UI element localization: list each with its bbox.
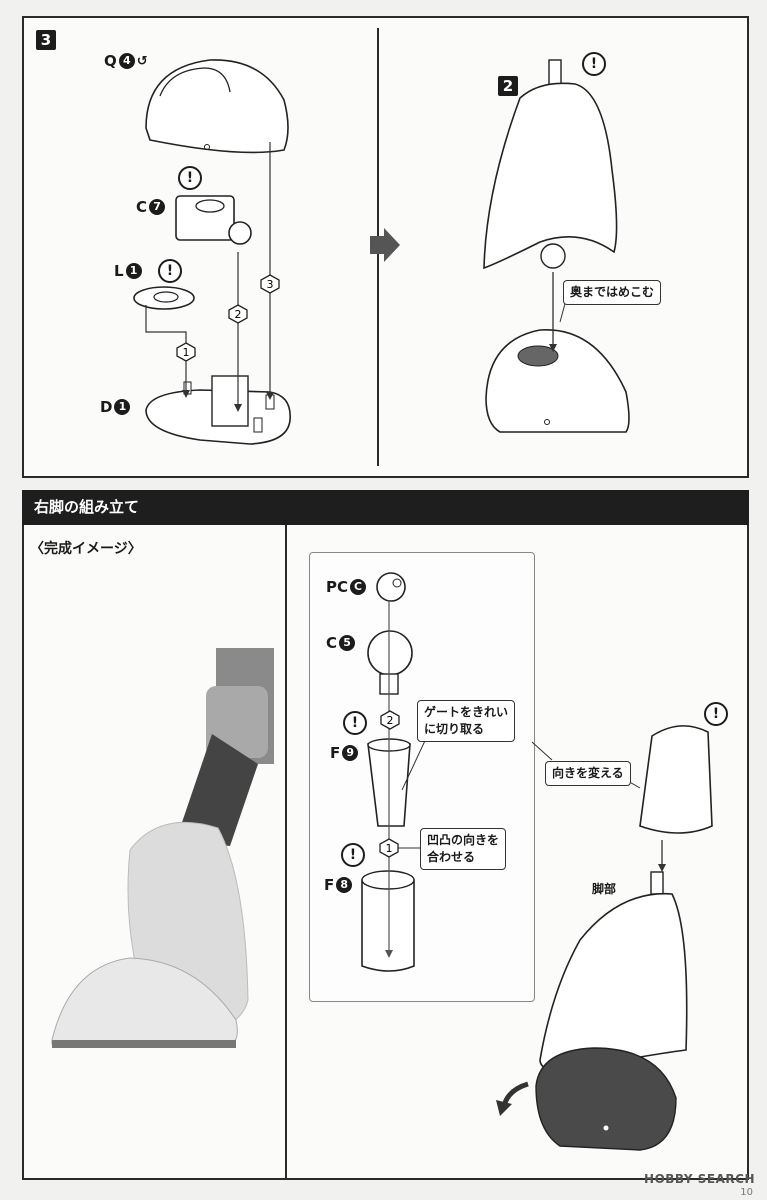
step-3-exploded-diagram [133,59,400,445]
foot-sole [52,1040,236,1048]
arrowhead [385,950,393,958]
part-c7-ball [228,221,252,245]
order-mark-2: 2 [380,710,400,730]
arrowhead [658,864,666,872]
callout-gate: ゲートをきれい に切り取る [417,700,516,742]
rotated-upper-part [639,725,713,834]
warning-icon: ! [158,259,182,283]
completion-label: 〈完成イメージ〉 [30,541,142,557]
arrowhead [496,1100,512,1116]
warning-icon: ! [582,52,606,76]
part-pc-ball [376,572,406,602]
step-3-badge: 3 [36,30,56,50]
leg-hole [603,1125,609,1131]
foot-socket [517,345,559,367]
svg-text:1: 1 [386,842,393,855]
foot-shell [51,957,238,1045]
arrowhead [549,344,557,352]
upper-leg-ball [540,243,566,269]
order-mark-1: 1 [379,838,399,858]
order-mark-2: 2 [228,304,248,324]
part-q4-opening [159,67,231,97]
step-2-assembly-diagram [483,59,630,433]
bottom-panel-divider [285,525,287,1180]
assembly-arrow-1 [145,305,187,392]
part-d1-post [211,375,249,427]
shin-joint [176,734,258,846]
leg-dark-base [535,1047,677,1151]
upper-leg-shell [483,82,618,270]
part-f8-top [361,870,415,890]
page-number: 10 [740,1187,753,1198]
part-l1-hole [153,291,179,303]
part-d1-peg [253,417,263,433]
section-title: 右脚の組み立て [22,490,749,525]
part-pc-hole [392,578,402,588]
callout-turn: 向きを変える [545,761,631,786]
warning-icon: ! [341,843,365,867]
svg-text:2: 2 [235,308,242,321]
order-mark-3: 3 [260,274,280,294]
warning-icon: ! [704,702,728,726]
part-l1-ring [133,286,195,310]
callout-leader [531,741,553,761]
next-step-arrow-icon [370,228,400,262]
arrowhead [234,404,242,412]
sub-step-2-badge: 2 [498,76,518,96]
callout-push-in: 奥まではめこむ [563,280,662,305]
hook-icon: ↺ [136,53,148,69]
rotate-direction-arrow-icon [501,1081,529,1107]
svg-text:3: 3 [267,278,274,291]
part-c5-ball [367,630,413,676]
part-q4-cover [145,59,289,154]
leg-label: 脚部 [592,882,617,896]
arrowhead [266,392,274,400]
svg-text:1: 1 [183,346,190,359]
svg-text:2: 2 [387,714,394,727]
arrowhead [182,390,190,398]
watermark: HOBBY SEARCH [644,1172,755,1186]
order-mark-1: 1 [176,342,196,362]
leg-shell [539,892,688,1073]
parts-box [309,552,535,1002]
leg-peg [650,871,664,895]
part-q4-hole [204,144,210,150]
part-c7-socket [195,199,225,213]
callout-align: 凹凸の向きを 合わせる [420,828,507,870]
foot-hole [544,419,550,425]
warning-icon: ! [178,166,202,190]
knee-part [206,686,268,758]
warning-icon: ! [343,711,367,735]
